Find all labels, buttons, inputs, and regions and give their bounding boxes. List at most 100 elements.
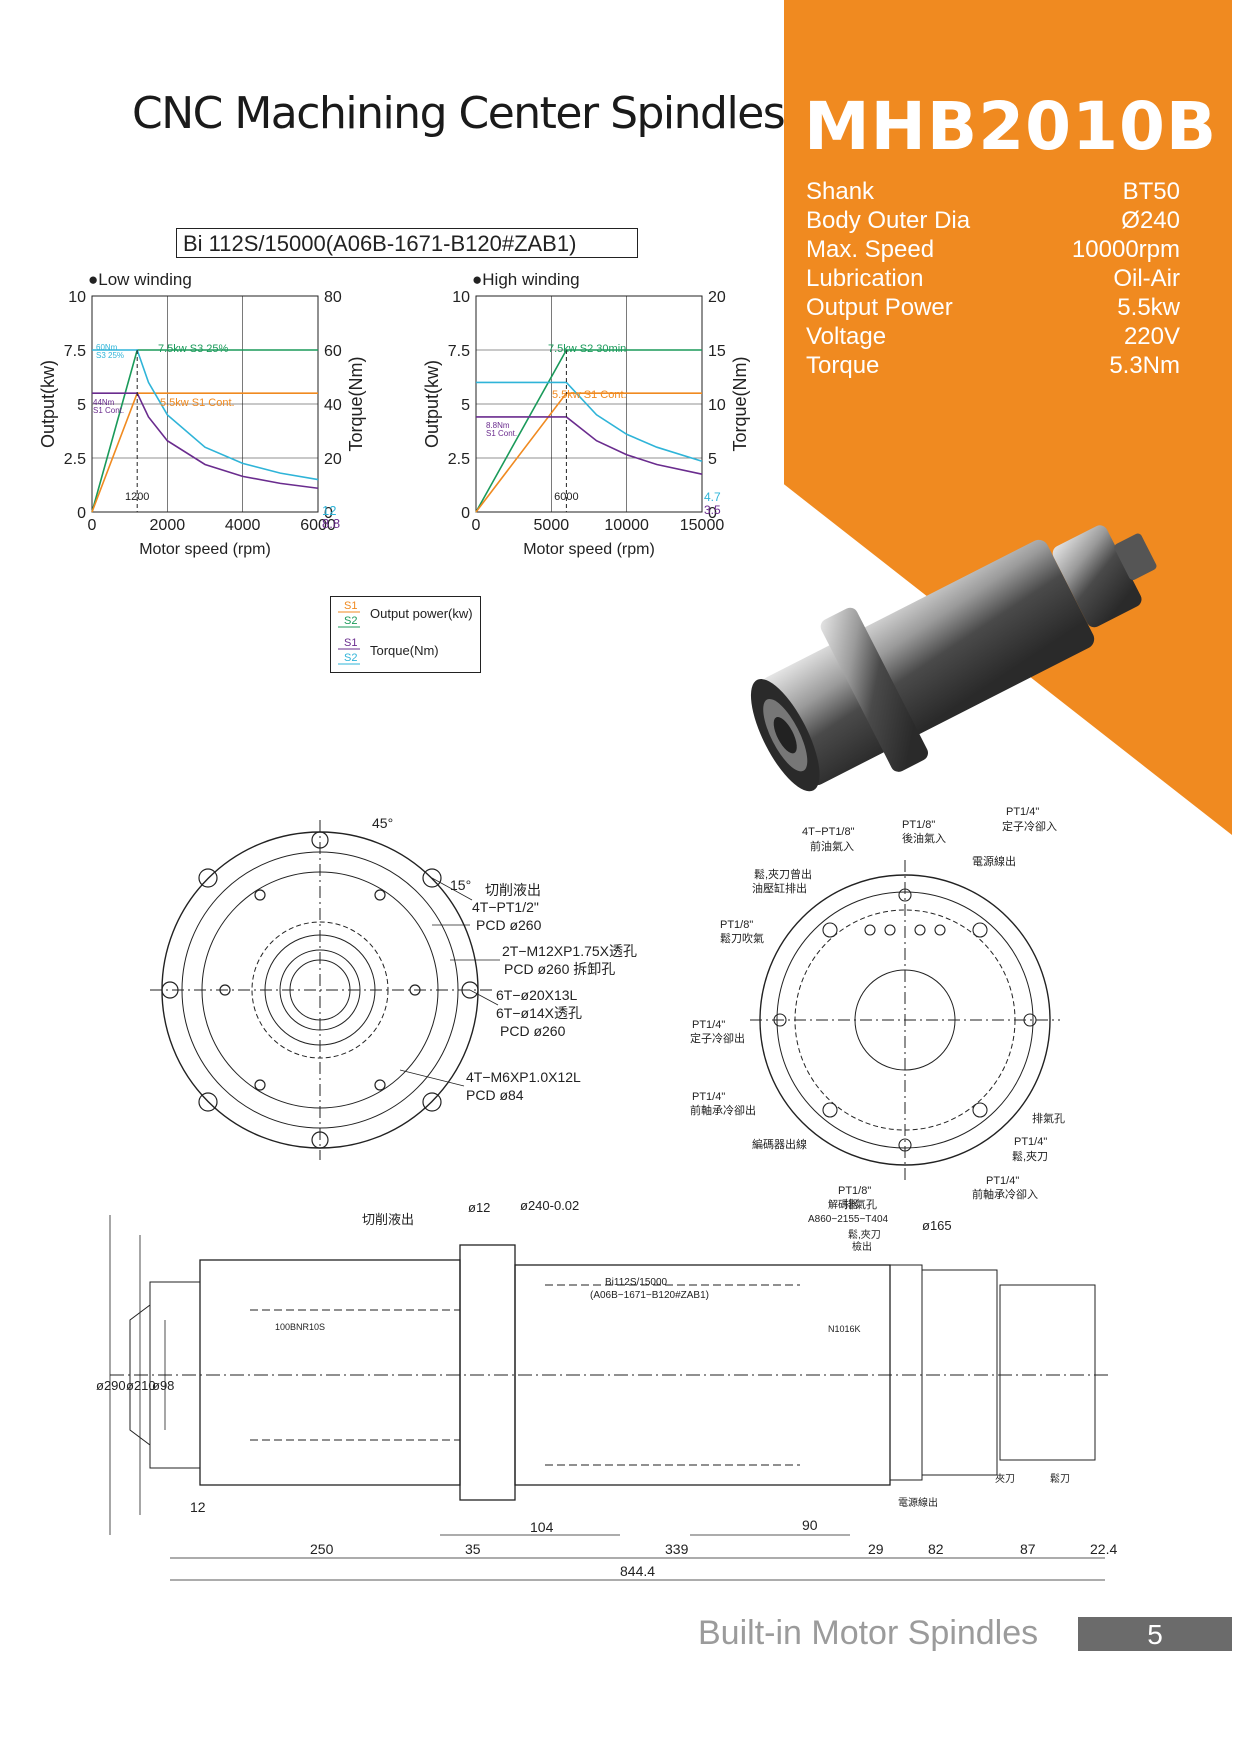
chart-annotation: 8.8 xyxy=(322,516,340,531)
rear-note-2: PT1/8" xyxy=(902,819,935,831)
dim-6: 29 xyxy=(868,1541,884,1557)
side-note-14: 鬆刀 xyxy=(1050,1472,1070,1485)
side-note-5: 鬆,夾刀 xyxy=(848,1228,881,1241)
y-tick-label: 7.5 xyxy=(448,343,470,360)
spec-value-torque: 5.3Nm xyxy=(1109,352,1180,379)
spec-label-max-speed: Max. Speed xyxy=(806,236,935,263)
y-right-tick-label: 10 xyxy=(708,397,726,414)
chart-legend: S1 S2 Output power(kw) S1 S2 Torque(Nm) xyxy=(330,596,481,673)
front-note-0: 切削液出 xyxy=(485,882,541,898)
chart-annotation: 5.5kw S1 Cont. xyxy=(552,389,627,401)
chart-annotation: 5.5kw S1 Cont. xyxy=(160,397,235,409)
rear-note-10: 鬆刀吹氣 xyxy=(720,931,764,945)
rear-view-drawing: 4T−PT1/8" 前油氣入 PT1/8" 後油氣入 PT1/4" 定子冷卻入 … xyxy=(690,806,1065,1211)
rear-note-14: 前軸承冷卻出 xyxy=(690,1103,756,1117)
dim-9: 22.4 xyxy=(1090,1541,1117,1557)
spec-label-torque: Torque xyxy=(806,352,880,379)
rear-note-9: PT1/8" xyxy=(720,919,753,931)
rear-note-20: 前軸承冷卻入 xyxy=(972,1187,1038,1201)
side-note-10: 100BNR10S xyxy=(275,1322,325,1332)
spec-label-shank: Shank xyxy=(806,178,875,205)
y-tick-label: 2.5 xyxy=(64,451,86,468)
y-right-tick-label: 0 xyxy=(324,505,333,522)
chart-annotation: 7.5kw S2 30min xyxy=(548,343,626,355)
x-tick-label: 10000 xyxy=(604,517,649,534)
y-tick-label: 7.5 xyxy=(64,343,86,360)
front-note-9: PCD ø84 xyxy=(466,1087,524,1103)
y-axis-label: Output(kw) xyxy=(424,360,442,448)
chart-annotation: 8.8Nm xyxy=(486,421,510,430)
rear-note-16: 排氣孔 xyxy=(1032,1111,1065,1125)
front-note-6: 6T−ø14X透孔 xyxy=(496,1005,582,1021)
footer-text: Built-in Motor Spindles xyxy=(698,1614,1039,1652)
side-note-8: Bi112S/15000 xyxy=(605,1277,668,1288)
front-note-11: 15° xyxy=(450,877,471,893)
legend-s1-output: S1 xyxy=(344,600,357,612)
spec-value-output-power: 5.5kw xyxy=(1117,294,1180,321)
dim-4: 35 xyxy=(465,1541,481,1557)
y-right-tick-label: 5 xyxy=(708,451,717,468)
rear-note-5: 定子冷卻入 xyxy=(1002,819,1057,833)
legend-output-label: Output power(kw) xyxy=(370,606,473,621)
y-tick-label: 0 xyxy=(77,505,86,522)
spec-value-shank: BT50 xyxy=(1122,178,1180,205)
series-line-0 xyxy=(91,349,318,513)
rear-note-6: 電源線出 xyxy=(972,854,1016,868)
rear-note-19: PT1/4" xyxy=(986,1175,1019,1187)
chart-annotation: 44Nm xyxy=(93,398,115,407)
dim-0: 12 xyxy=(190,1499,206,1515)
side-note-3: 解碼器 xyxy=(828,1198,858,1211)
dim-2: 90 xyxy=(802,1517,818,1533)
side-note-4: A860−2155−T404 xyxy=(808,1214,889,1225)
side-note-16: ø210 xyxy=(126,1378,156,1393)
spec-label-voltage: Voltage xyxy=(806,323,887,350)
dim-8: 87 xyxy=(1020,1541,1036,1557)
chart-annotation: 4.7 xyxy=(704,490,721,504)
legend-s1-torque: S1 xyxy=(344,637,357,649)
spec-value-max-speed: 10000rpm xyxy=(1071,236,1180,263)
page-number: 5 xyxy=(1078,1617,1232,1651)
side-note-1: ø12 xyxy=(468,1200,490,1215)
spindle-product-image xyxy=(750,525,1157,792)
y-tick-label: 5 xyxy=(461,397,470,414)
side-note-12: 電源線出 xyxy=(898,1496,938,1509)
high-winding-title: ●High winding xyxy=(472,270,580,289)
chart-annotation: 7.5kw S3 25% xyxy=(158,343,229,355)
x-tick-label: 4000 xyxy=(225,517,261,534)
model-name: MHB2010B xyxy=(804,88,1218,165)
rear-note-4: PT1/4" xyxy=(1006,806,1039,818)
chart-annotation: S1 Cont. xyxy=(486,429,517,438)
front-note-5: 6T−ø20X13L xyxy=(496,987,578,1003)
y-right-tick-label: 60 xyxy=(324,343,342,360)
side-note-2: 切削液出 xyxy=(362,1212,414,1227)
rear-note-1: 前油氣入 xyxy=(810,839,854,853)
rear-note-8: 油壓缸排出 xyxy=(752,881,807,895)
spec-label-lubrication: Lubrication xyxy=(806,265,924,292)
front-note-1: 4T−PT1/2" xyxy=(472,899,539,915)
y-tick-label: 2.5 xyxy=(448,451,470,468)
spec-value-body-dia: Ø240 xyxy=(1121,207,1180,234)
chart-annotation: 60Nm xyxy=(96,343,118,352)
side-note-0: ø240-0.02 xyxy=(520,1198,579,1213)
y-right-tick-label: 15 xyxy=(708,343,726,360)
chart-annotation: 12 xyxy=(322,503,336,518)
rear-note-12: 定子冷卻出 xyxy=(690,1031,745,1045)
side-note-17: ø98 xyxy=(152,1378,174,1393)
chart-caption: Bi 112S/15000(A06B-1671-B120#ZAB1) xyxy=(176,228,638,258)
y-tick-label: 0 xyxy=(461,505,470,522)
low-winding-title: ●Low winding xyxy=(88,270,192,289)
x-axis-label: Motor speed (rpm) xyxy=(523,541,655,558)
y-right-tick-label: 20 xyxy=(708,289,726,306)
side-note-9: (A06B−1671−B120#ZAB1) xyxy=(590,1290,709,1301)
rear-note-18: 鬆,夾刀 xyxy=(1012,1149,1048,1163)
chart-annotation: S3 25% xyxy=(96,351,124,360)
x-tick-label: 0 xyxy=(88,517,97,534)
y-right-tick-label: 80 xyxy=(324,289,342,306)
dim-5: 339 xyxy=(665,1541,689,1557)
legend-s2-torque: S2 xyxy=(344,652,357,664)
series-line-2 xyxy=(476,381,703,463)
front-flange-drawing: 切削液出 4T−PT1/2" PCD ø260 2T−M12XP1.75X透孔 … xyxy=(150,815,637,1160)
dim-7: 82 xyxy=(928,1541,944,1557)
